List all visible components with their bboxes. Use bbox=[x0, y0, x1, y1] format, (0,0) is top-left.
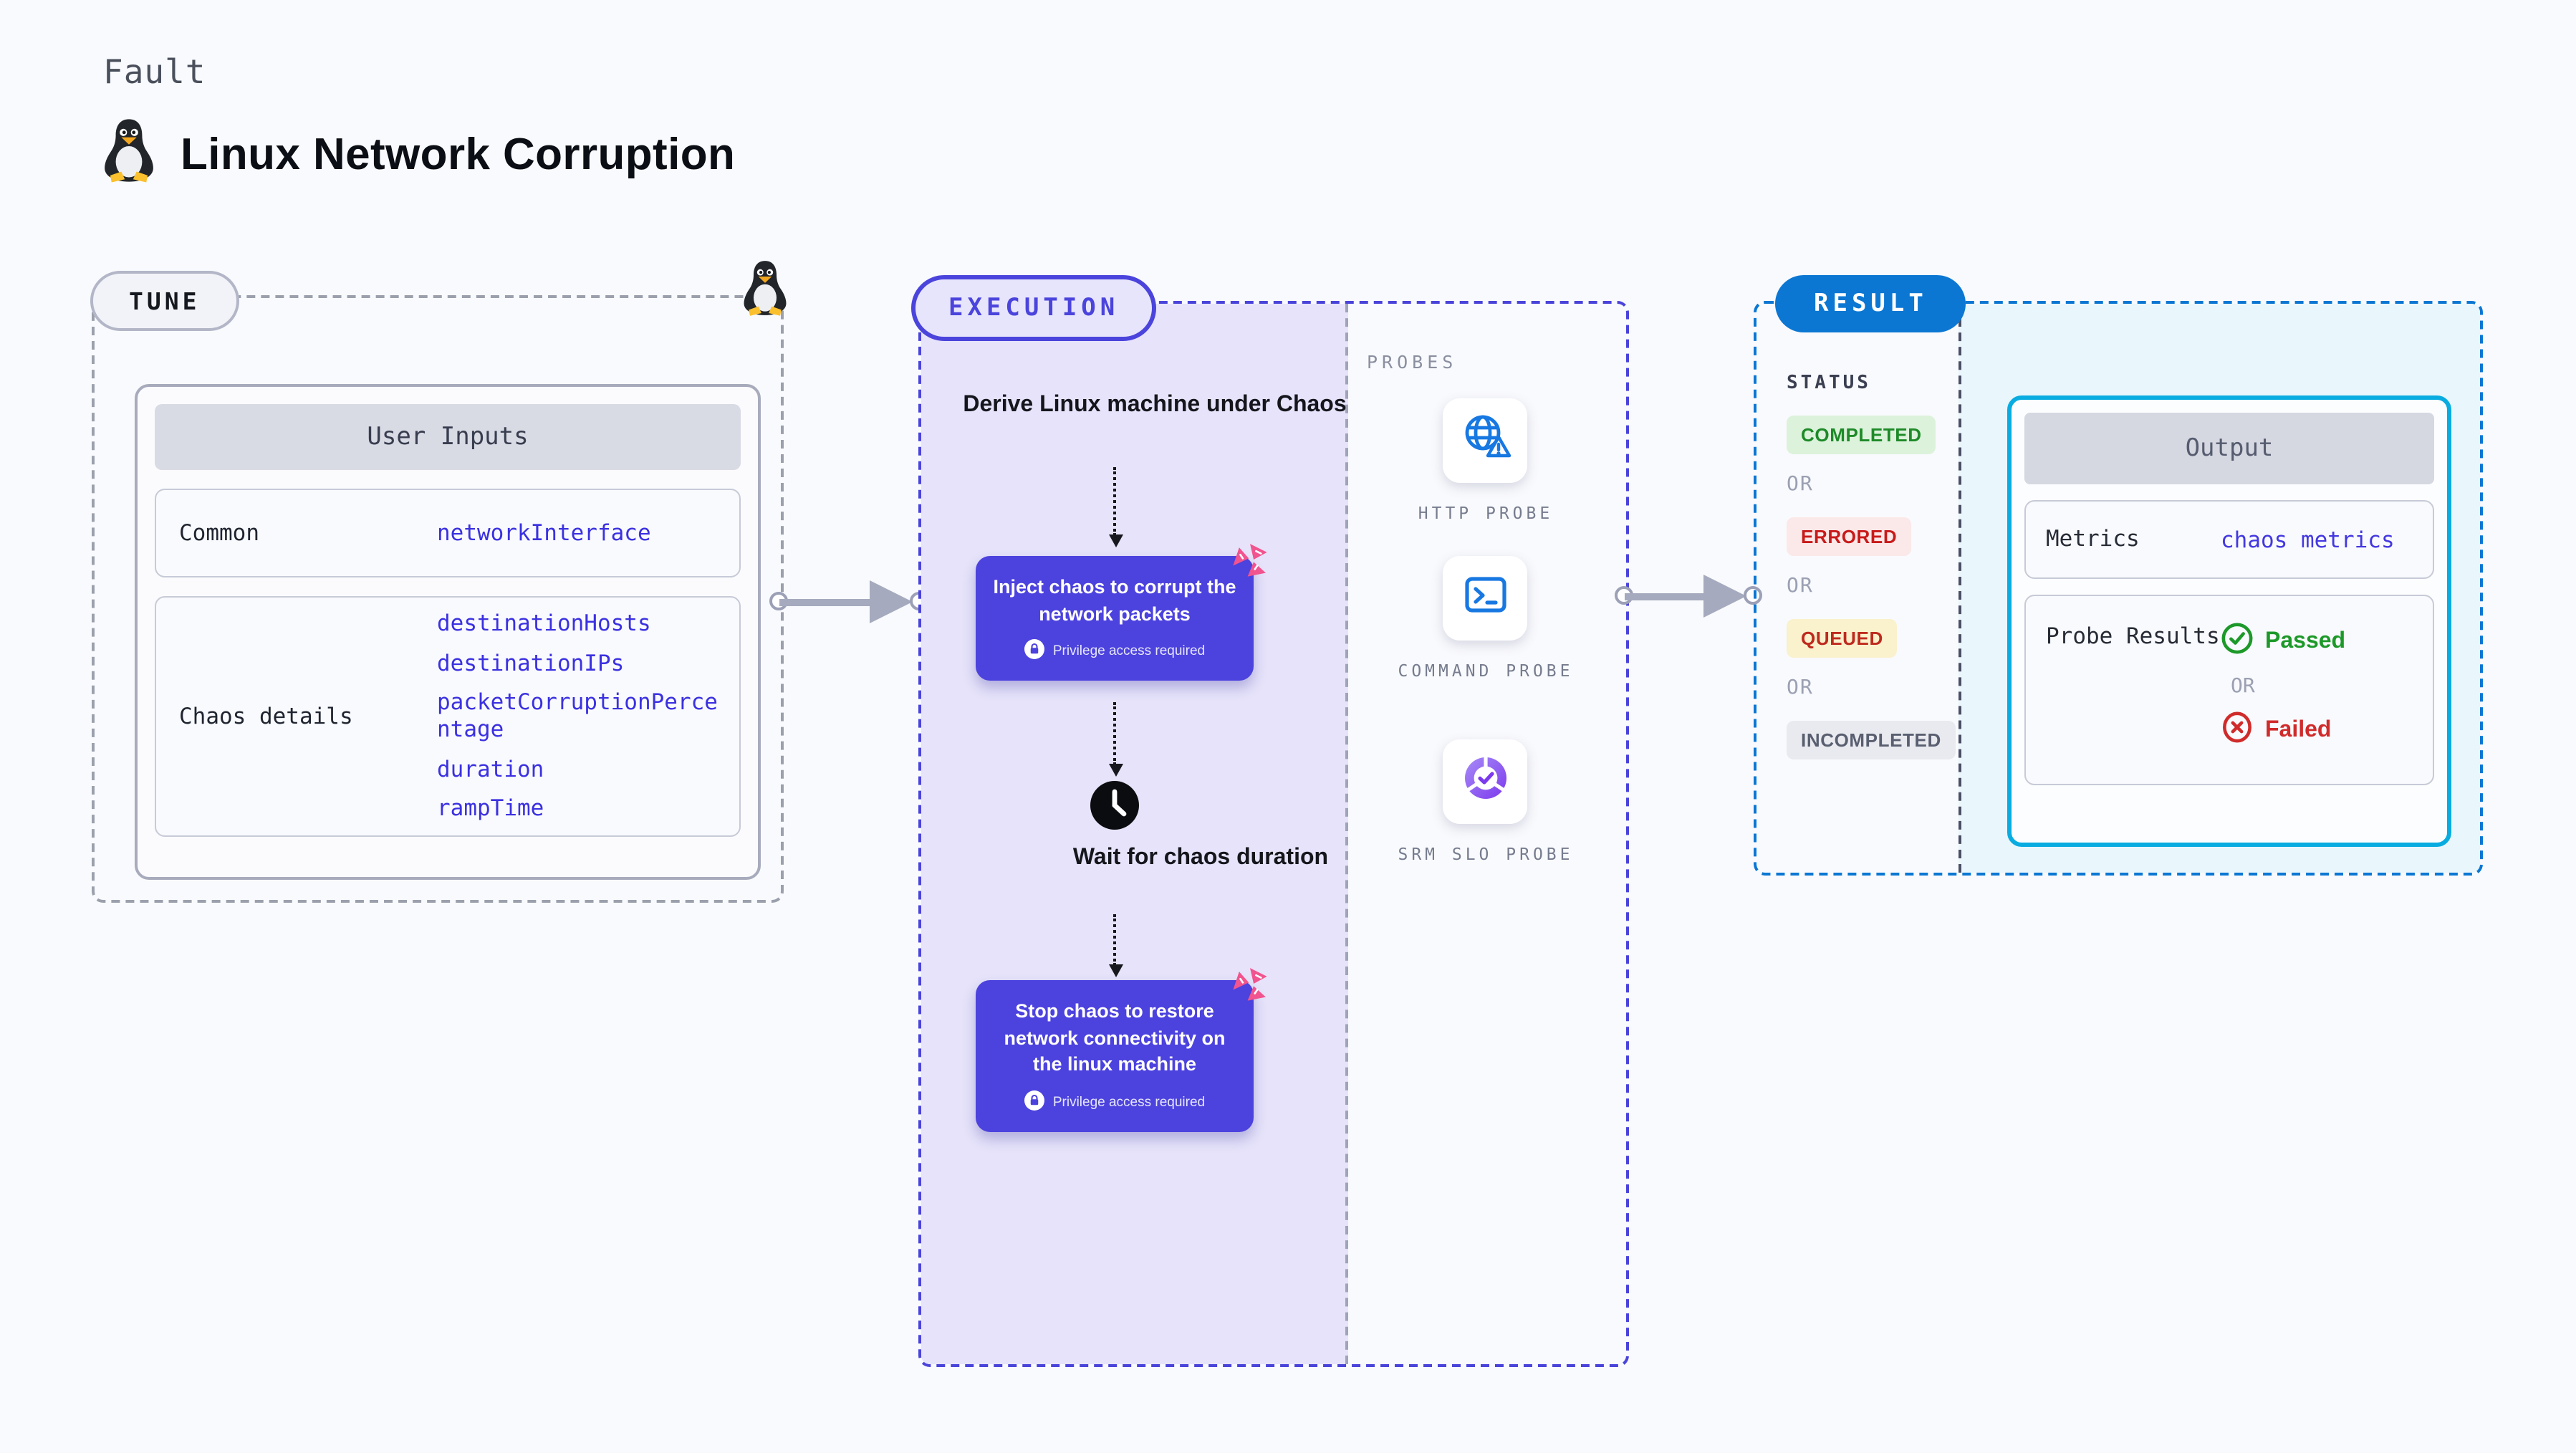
tune-section: TUNE User Inputs Common networkInterface bbox=[90, 261, 787, 903]
arrow-tune-to-execution bbox=[769, 580, 930, 623]
flow-connector bbox=[1108, 702, 1123, 777]
command-probe-card bbox=[1443, 556, 1527, 641]
flow-connector bbox=[1108, 914, 1123, 977]
row-label: Common bbox=[179, 520, 259, 546]
status-label: STATUS bbox=[1787, 373, 1871, 394]
probe-name: COMMAND PROBE bbox=[1398, 661, 1574, 681]
privilege-note: Privilege access required bbox=[1052, 643, 1206, 660]
input-param: networkInterface bbox=[437, 519, 651, 546]
input-param: rampTime bbox=[437, 795, 544, 822]
output-card: Output Metrics chaos metrics Probe Resul… bbox=[2007, 395, 2451, 847]
clock-icon bbox=[1089, 780, 1140, 838]
page-title-row: Linux Network Corruption bbox=[100, 118, 735, 191]
probes-panel: PROBES HTTP PR bbox=[1345, 304, 1626, 1364]
x-circle-icon bbox=[2221, 711, 2254, 751]
probe-results-label: Probe Results bbox=[2046, 623, 2220, 649]
http-probe-card bbox=[1443, 398, 1527, 483]
status-badge-errored: ERRORED bbox=[1787, 517, 1912, 556]
execution-badge: EXECUTION bbox=[911, 275, 1157, 341]
slo-donut-icon bbox=[1456, 749, 1514, 814]
failed-label: Failed bbox=[2265, 718, 2332, 742]
page-title: Linux Network Corruption bbox=[181, 128, 736, 178]
globe-alert-icon bbox=[1456, 408, 1514, 473]
probes-label: PROBES bbox=[1367, 351, 1458, 373]
input-param: destinationHosts bbox=[437, 610, 651, 637]
or-separator: OR bbox=[1787, 575, 1814, 598]
metrics-value: chaos metrics bbox=[2221, 527, 2395, 552]
status-column: STATUS COMPLETED OR ERRORED OR QUEUED OR… bbox=[1756, 304, 1959, 873]
probe-results-row: Probe Results Passed OR bbox=[2024, 595, 2434, 785]
fault-kicker: Fault bbox=[103, 54, 206, 92]
execution-flow-zone bbox=[921, 304, 1348, 1364]
chaos-experiment-icon bbox=[1231, 540, 1269, 586]
stop-chaos-step: Stop chaos to restore network connectivi… bbox=[976, 968, 1267, 1132]
input-param: duration bbox=[437, 756, 544, 782]
user-inputs-row-chaos-details: Chaos details destinationHosts destinati… bbox=[155, 596, 741, 837]
check-circle-icon bbox=[2221, 622, 2254, 662]
row-label: Chaos details bbox=[179, 704, 353, 729]
chaos-experiment-icon bbox=[1231, 964, 1269, 1010]
metrics-row: Metrics chaos metrics bbox=[2024, 500, 2434, 579]
derive-step-label: Derive Linux machine under Chaos bbox=[963, 393, 1347, 417]
flow-connector bbox=[1108, 467, 1123, 547]
status-badge-queued: QUEUED bbox=[1787, 619, 1898, 658]
user-inputs-row-common: Common networkInterface bbox=[155, 489, 741, 577]
input-param: packetCorruptionPercentage bbox=[437, 689, 718, 742]
user-inputs-card: User Inputs Common networkInterface Chao… bbox=[135, 384, 761, 880]
lock-icon bbox=[1024, 639, 1044, 664]
output-header: Output bbox=[2024, 413, 2434, 484]
metrics-label: Metrics bbox=[2046, 526, 2140, 552]
status-badge-incompleted: INCOMPLETED bbox=[1787, 721, 1956, 759]
result-badge: RESULT bbox=[1775, 275, 1966, 332]
inject-step-label: Inject chaos to corrupt the network pack… bbox=[993, 576, 1236, 625]
probe-name: HTTP PROBE bbox=[1418, 503, 1554, 523]
passed-label: Passed bbox=[2265, 629, 2346, 653]
wait-step-label: Wait for chaos duration bbox=[1072, 845, 1329, 870]
result-output-zone: Output Metrics chaos metrics Probe Resul… bbox=[1959, 304, 2480, 873]
or-separator: OR bbox=[1787, 473, 1814, 496]
tux-penguin-icon bbox=[100, 118, 158, 191]
lock-icon bbox=[1024, 1090, 1044, 1115]
inject-chaos-step: Inject chaos to corrupt the network pack… bbox=[976, 544, 1267, 681]
status-badge-completed: COMPLETED bbox=[1787, 416, 1936, 454]
probe-name: SRM SLO PROBE bbox=[1398, 844, 1574, 864]
execution-section: EXECUTION Derive Linux machine under Cha… bbox=[911, 275, 1629, 1367]
terminal-icon bbox=[1458, 567, 1512, 629]
stop-step-label: Stop chaos to restore network connectivi… bbox=[1004, 1000, 1226, 1075]
or-separator: OR bbox=[2231, 675, 2255, 698]
privilege-note: Privilege access required bbox=[1052, 1094, 1206, 1111]
or-separator: OR bbox=[1787, 676, 1814, 699]
result-section: Output Metrics chaos metrics Probe Resul… bbox=[1754, 275, 2483, 876]
user-inputs-header: User Inputs bbox=[155, 404, 741, 470]
tune-badge: TUNE bbox=[90, 271, 239, 331]
srm-slo-probe-card bbox=[1443, 739, 1527, 824]
input-param: destinationIPs bbox=[437, 650, 625, 676]
tux-penguin-icon-small bbox=[741, 259, 789, 324]
arrow-execution-to-result bbox=[1615, 575, 1764, 618]
